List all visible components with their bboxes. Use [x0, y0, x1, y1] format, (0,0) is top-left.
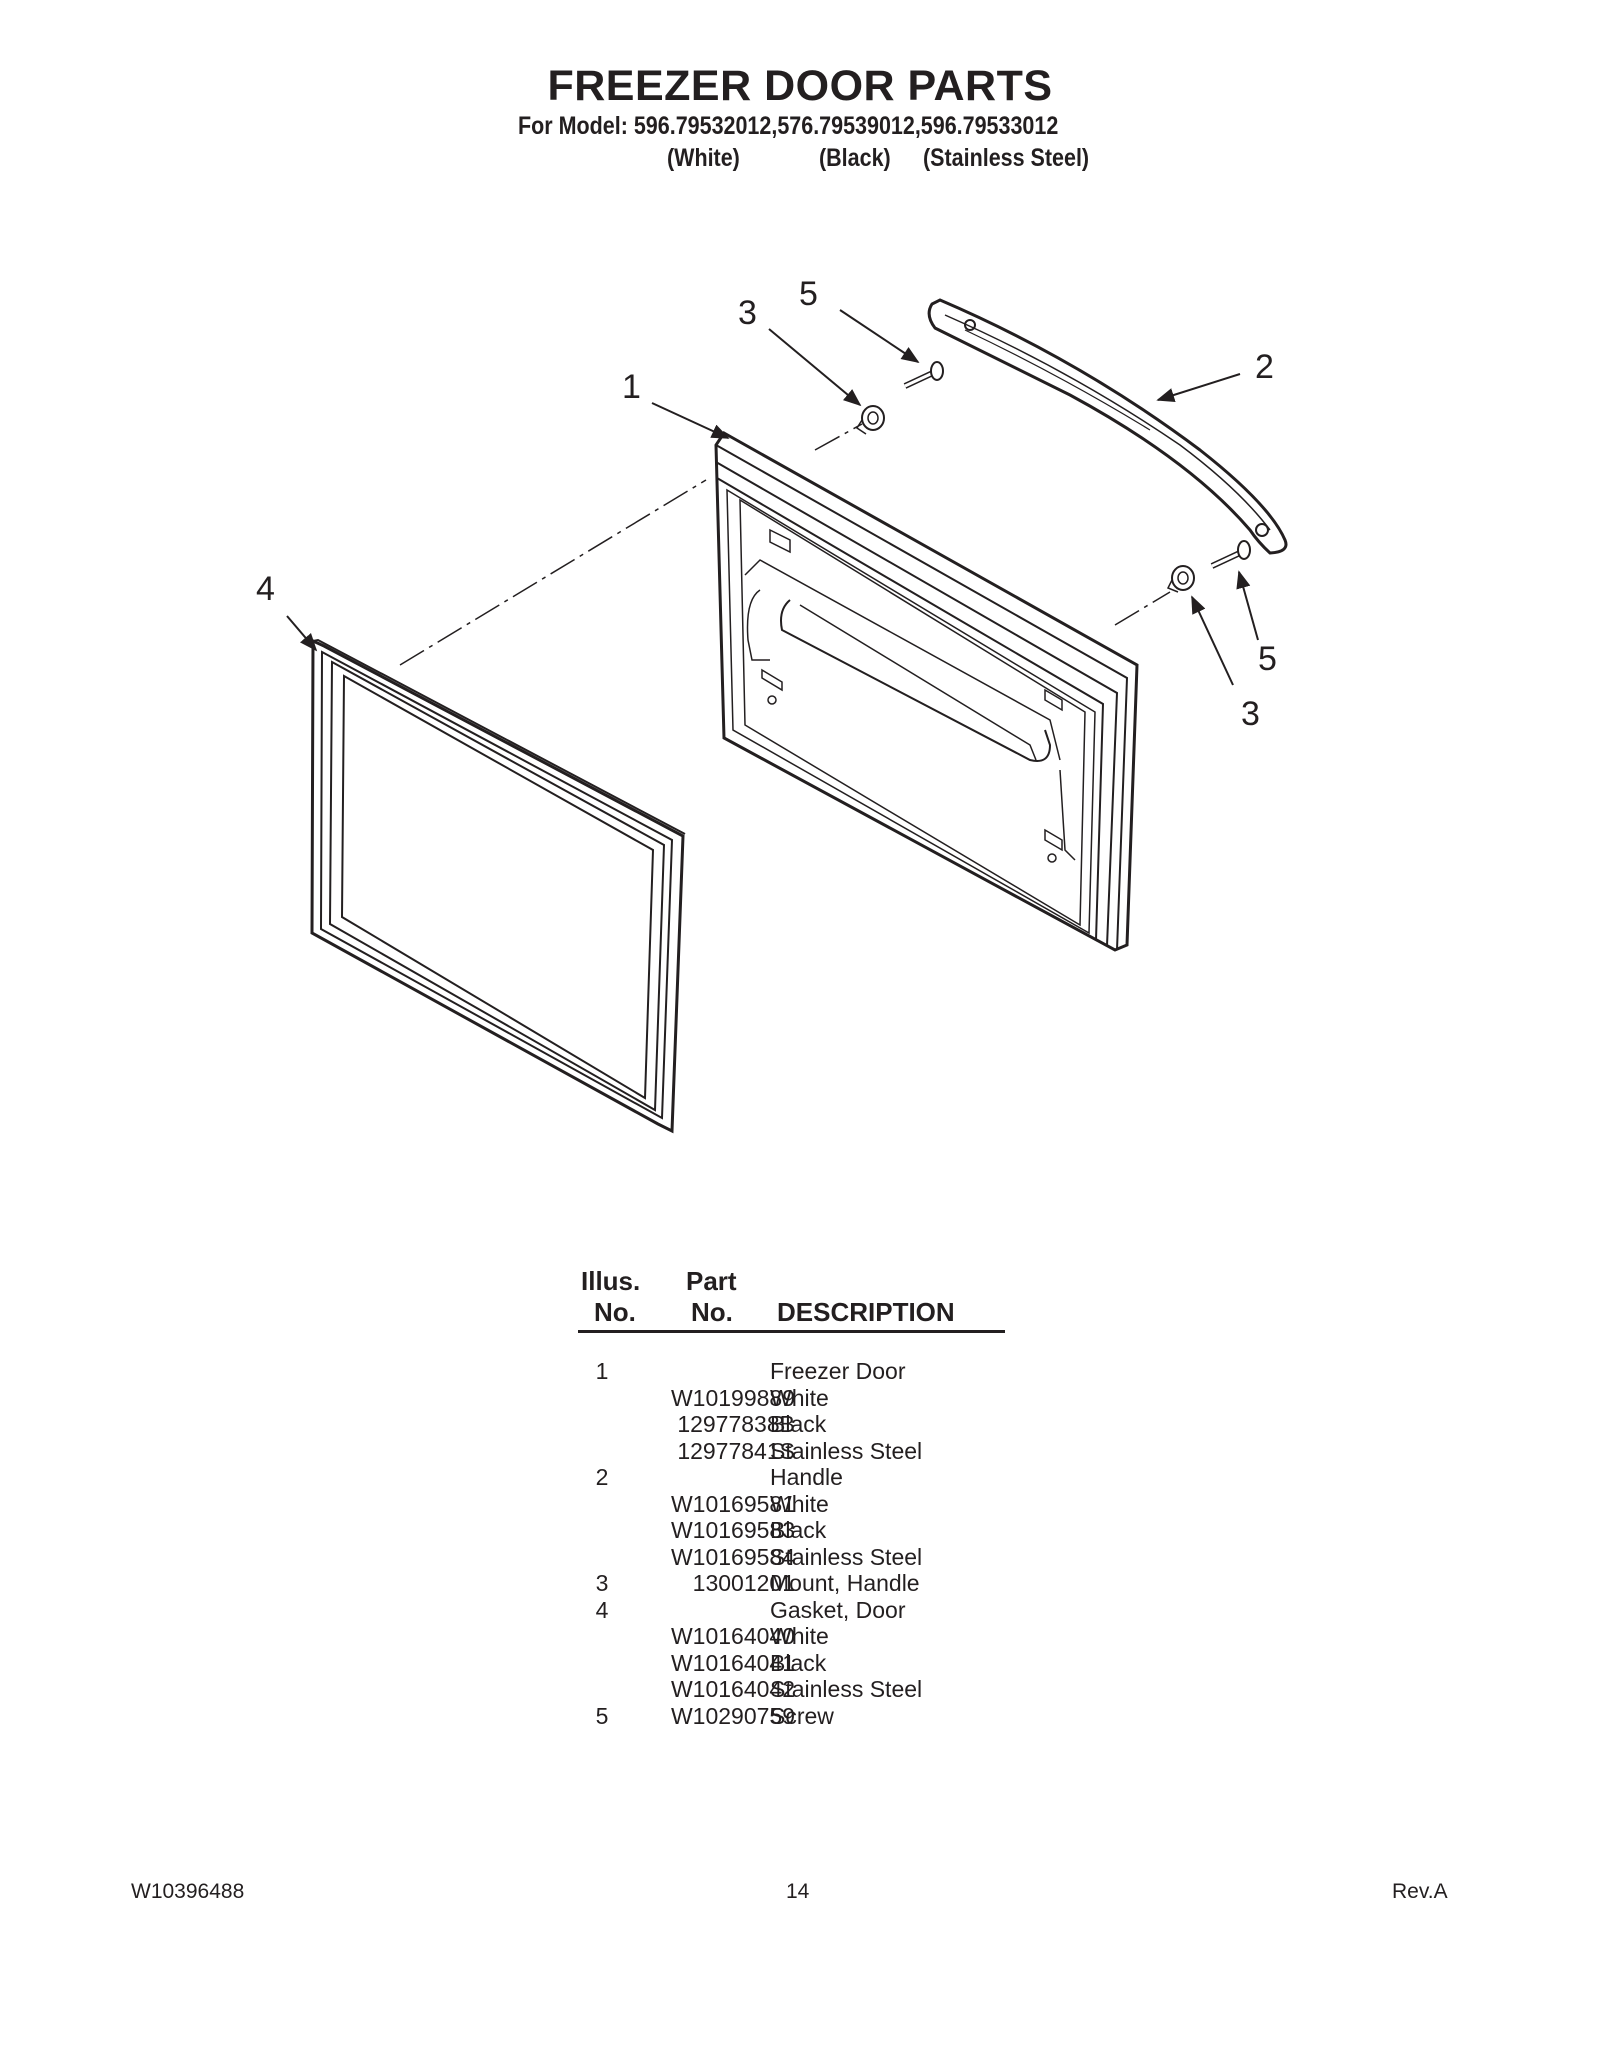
part-description: Gasket, Door	[770, 1596, 906, 1623]
part-description: Handle	[770, 1464, 843, 1490]
screw-lower	[1210, 540, 1251, 569]
part-number: 13001201	[692, 1570, 795, 1596]
part-number: 12977838B	[677, 1411, 795, 1437]
illus-number: 4	[595, 1596, 609, 1623]
variant-white-label: (White)	[667, 144, 740, 172]
document-number: W10396488	[131, 1880, 245, 1903]
illus-number: 5	[595, 1702, 609, 1729]
callout-5-upper: 5	[799, 275, 818, 313]
part-number: 12977841S	[677, 1437, 795, 1464]
part-description: Black	[770, 1517, 827, 1543]
handle-mount-upper	[855, 405, 885, 435]
part-description: Black	[770, 1649, 827, 1676]
variant-stainless-label: (Stainless Steel)	[923, 144, 1090, 172]
part-description: White	[770, 1490, 829, 1517]
part-number: W10164041	[670, 1649, 795, 1676]
part-number: W10199889	[670, 1384, 795, 1411]
part-description: White	[770, 1384, 829, 1411]
part-description: Freezer Door	[770, 1358, 906, 1384]
callout-2: 2	[1255, 348, 1274, 386]
assembly-lines	[399, 423, 1171, 666]
callout-4: 4	[256, 570, 275, 608]
part-description: Stainless Steel	[770, 1676, 923, 1702]
handle-mount-lower	[1166, 565, 1195, 593]
illus-number: 3	[595, 1570, 609, 1596]
page-number: 14	[786, 1880, 810, 1903]
page-title: FREEZER DOOR PARTS	[547, 62, 1053, 110]
part-number: W10169584	[670, 1543, 795, 1570]
part-description: Stainless Steel	[770, 1543, 923, 1570]
part-number: W10164042	[670, 1676, 795, 1702]
illus-number: 2	[595, 1464, 609, 1490]
variant-black-label: (Black)	[819, 144, 891, 172]
revision-label: Rev.A	[1392, 1880, 1448, 1903]
header-description: DESCRIPTION	[777, 1297, 955, 1327]
part-description: Stainless Steel	[770, 1437, 923, 1464]
model-numbers: For Model: 596.79532012,576.79539012,596…	[518, 112, 1059, 140]
callout-3-upper: 3	[738, 294, 757, 332]
door-gasket	[310, 638, 686, 1134]
callout-5-lower: 5	[1258, 640, 1277, 678]
part-description: White	[770, 1623, 829, 1649]
leader-arrows	[286, 309, 1259, 686]
callout-1: 1	[622, 368, 641, 406]
header-illus-line1: Illus.	[581, 1266, 641, 1296]
part-number: W10169583	[670, 1517, 795, 1543]
part-number: W10169581	[670, 1490, 795, 1517]
freezer-door	[714, 431, 1139, 952]
part-description: Black	[770, 1411, 827, 1437]
header-part-line1: Part	[686, 1266, 737, 1296]
door-handle	[927, 298, 1288, 555]
header-illus-line2: No.	[594, 1297, 636, 1327]
header-rule	[578, 1330, 1005, 1333]
header-part-line2: No.	[691, 1297, 733, 1327]
part-number: W10164040	[670, 1623, 795, 1649]
illus-number: 1	[595, 1358, 609, 1384]
part-number: W10290759	[670, 1702, 795, 1729]
callout-3-lower: 3	[1241, 695, 1260, 733]
exploded-parts-diagram: 1 2 3 3 4 5 5	[256, 275, 1288, 1134]
part-description: Screw	[770, 1702, 834, 1729]
part-description: Mount, Handle	[770, 1570, 920, 1596]
screw-upper	[903, 361, 944, 389]
